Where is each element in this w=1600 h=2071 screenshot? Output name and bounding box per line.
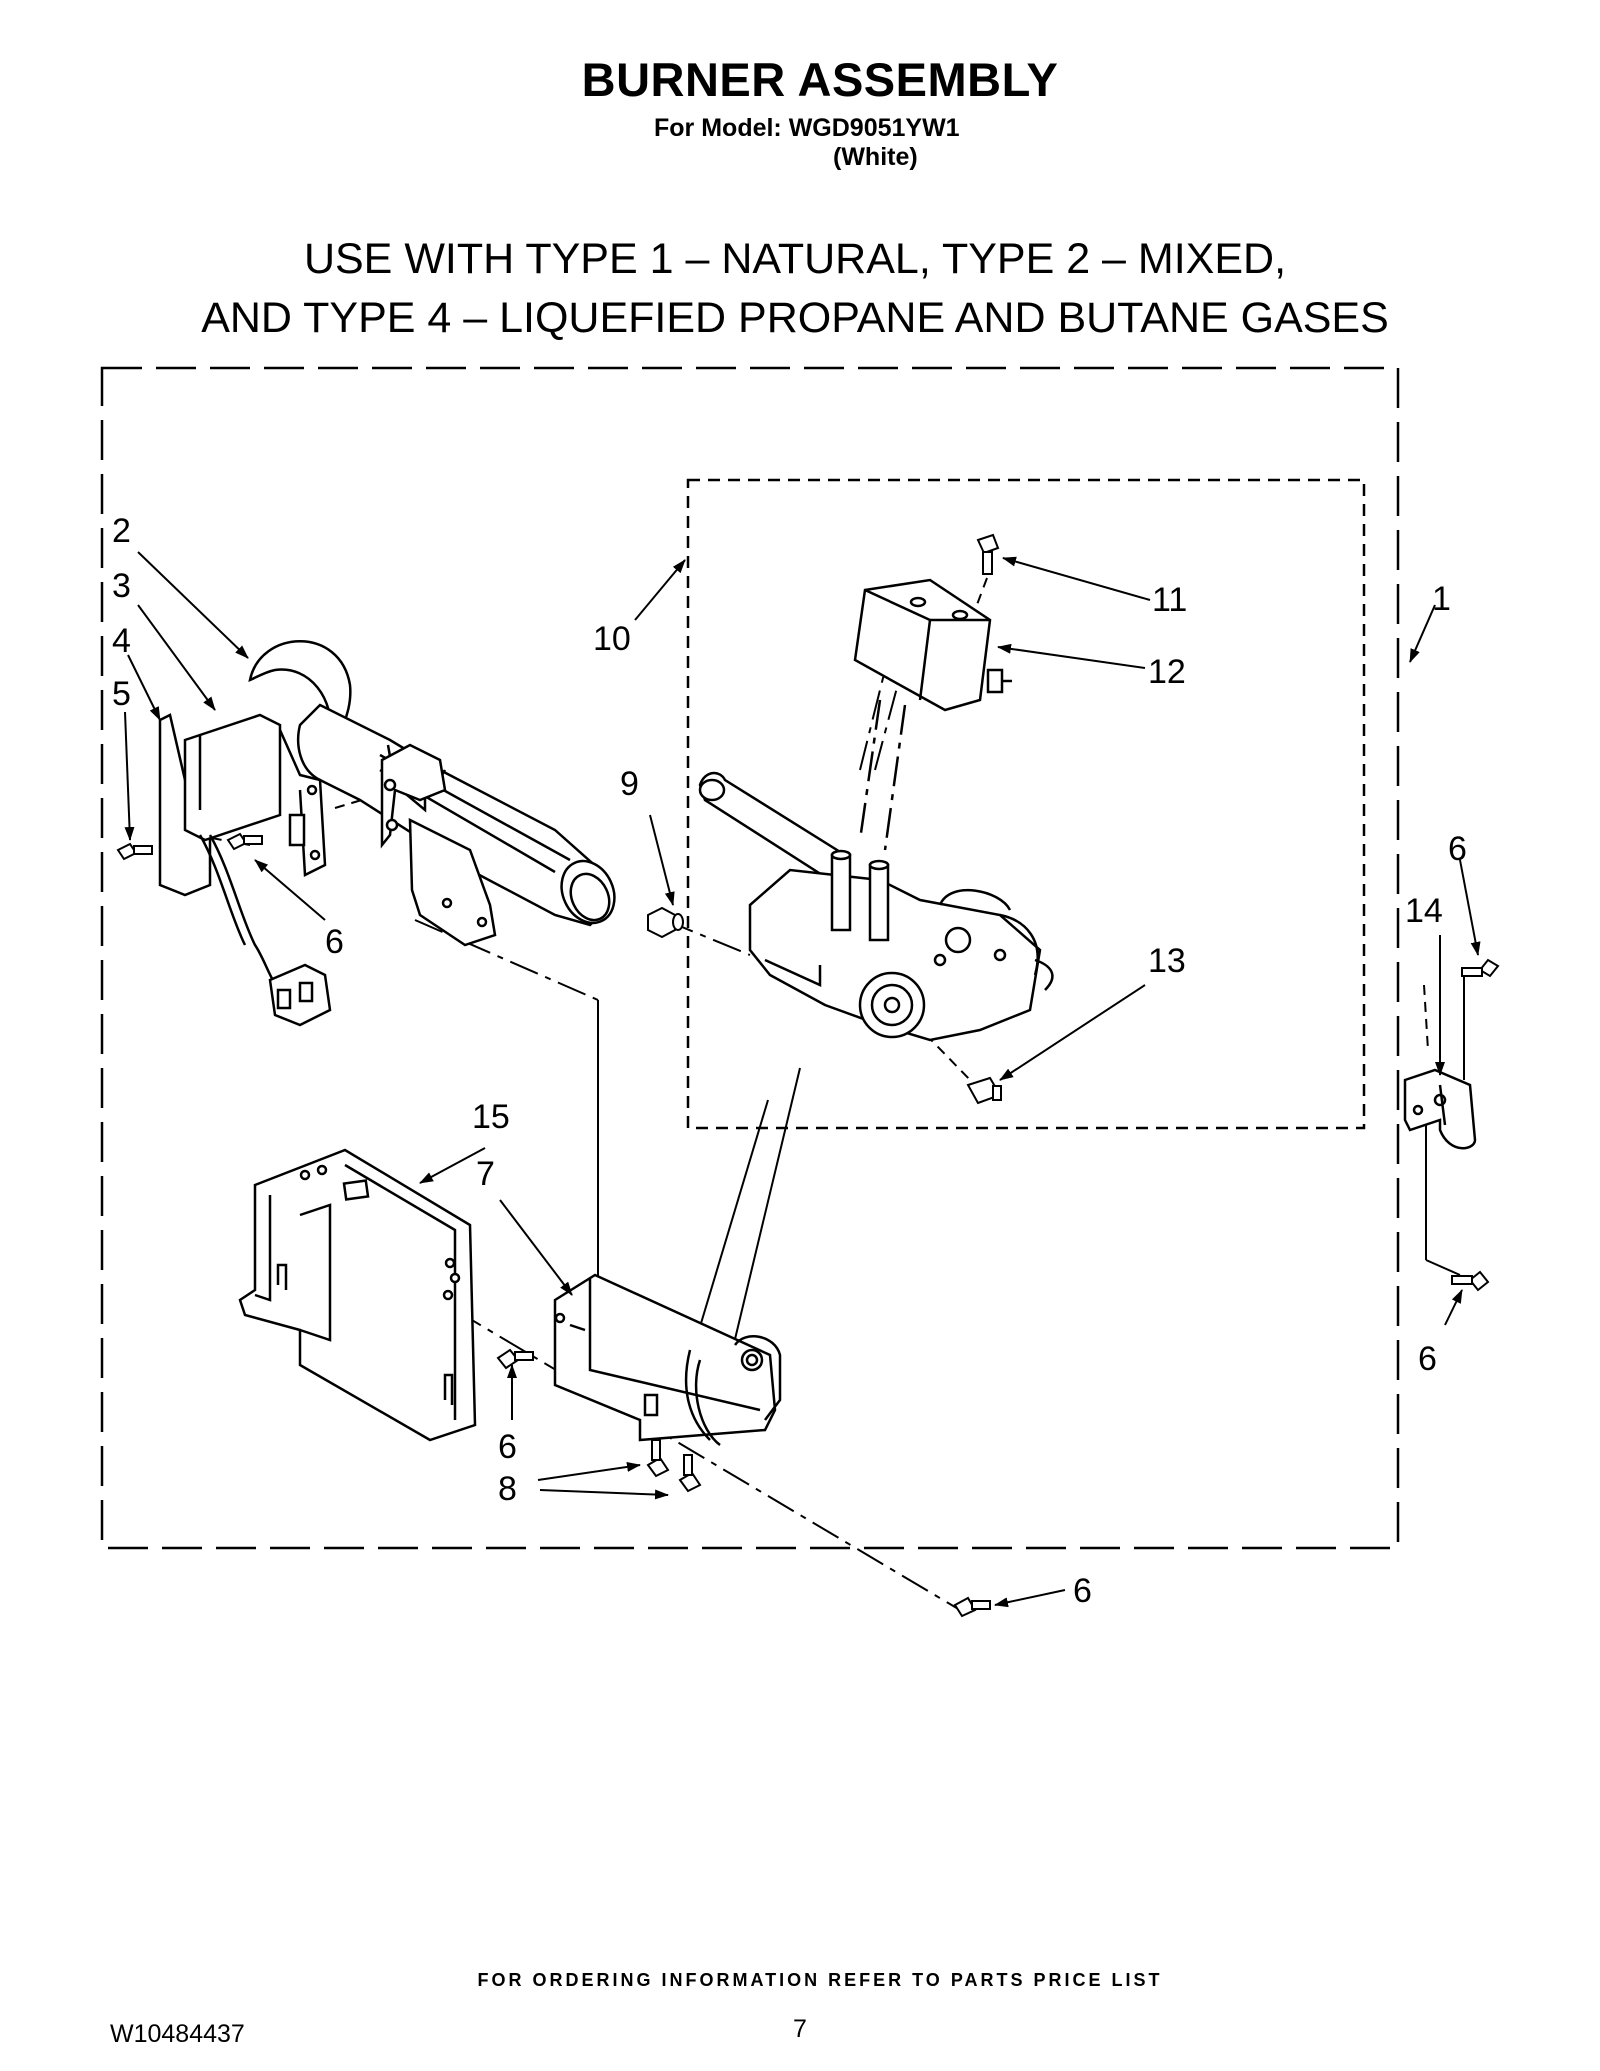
model-line: For Model: WGD9051YW1 bbox=[654, 114, 960, 142]
burner-tube-clamp bbox=[380, 743, 497, 947]
color-line: (White) bbox=[833, 143, 918, 171]
callout-6-right-bottom: 6 bbox=[1418, 1340, 1437, 1378]
part-11-coil-screw bbox=[974, 533, 1000, 611]
callout-2: 2 bbox=[112, 512, 131, 550]
screws bbox=[116, 832, 1500, 1618]
screw-6-far bbox=[953, 1596, 991, 1618]
part-15-burner-bracket bbox=[238, 1148, 477, 1442]
callout-14: 14 bbox=[1405, 892, 1443, 930]
screw-8 bbox=[678, 1454, 702, 1493]
callout-1: 1 bbox=[1432, 580, 1451, 618]
callout-15: 15 bbox=[472, 1098, 510, 1136]
part-12-valve-coil bbox=[853, 578, 1012, 851]
part-2-burner-tube bbox=[248, 640, 616, 927]
valve-kit-boundary bbox=[686, 478, 1366, 1130]
screw-6-right-top bbox=[1461, 958, 1500, 978]
assembly-boundary bbox=[100, 366, 1400, 1550]
callout-13: 13 bbox=[1148, 942, 1186, 980]
part-3-igniter-mount bbox=[158, 713, 327, 991]
page-number: 7 bbox=[793, 2015, 807, 2043]
gas-type-line-2: AND TYPE 4 – LIQUEFIED PROPANE AND BUTAN… bbox=[201, 294, 1389, 342]
screw-6-right-bottom bbox=[1451, 1270, 1490, 1292]
callout-6-right-top: 6 bbox=[1448, 830, 1467, 868]
document-number: W10484437 bbox=[110, 2020, 245, 2048]
callout-12: 12 bbox=[1148, 653, 1186, 691]
callout-3: 3 bbox=[112, 567, 131, 605]
callout-7: 7 bbox=[476, 1155, 495, 1193]
callout-4: 4 bbox=[112, 622, 131, 660]
part-7-igniter-bracket bbox=[553, 1273, 782, 1446]
part-14-sensor-clip bbox=[1403, 1068, 1477, 1150]
ordering-note: FOR ORDERING INFORMATION REFER TO PARTS … bbox=[477, 1970, 1163, 1990]
callout-9: 9 bbox=[620, 765, 639, 803]
part-9-nut bbox=[647, 906, 684, 939]
callout-6-lower: 6 bbox=[498, 1428, 517, 1466]
part-10-gas-valve bbox=[698, 771, 1054, 1042]
igniter-connector bbox=[268, 963, 332, 1027]
callout-5: 5 bbox=[112, 675, 131, 713]
part-13-orifice bbox=[966, 1076, 1002, 1105]
screw-6-left-2 bbox=[226, 832, 263, 851]
gas-type-line-1: USE WITH TYPE 1 – NATURAL, TYPE 2 – MIXE… bbox=[303, 235, 1287, 283]
page-title: BURNER ASSEMBLY bbox=[581, 53, 1059, 106]
callout-10: 10 bbox=[593, 620, 631, 658]
callout-numbers: 2 3 4 5 6 10 11 12 1 9 13 6 14 6 15 7 6 … bbox=[112, 512, 1467, 1610]
screw-6-left-1 bbox=[116, 842, 153, 861]
callout-6-far: 6 bbox=[1073, 1572, 1092, 1610]
screw-6-lower bbox=[646, 1439, 670, 1478]
callout-6-left: 6 bbox=[325, 923, 344, 961]
callout-11: 11 bbox=[1152, 581, 1187, 619]
callout-8: 8 bbox=[498, 1470, 517, 1508]
screw-6-bracket bbox=[496, 1348, 534, 1370]
